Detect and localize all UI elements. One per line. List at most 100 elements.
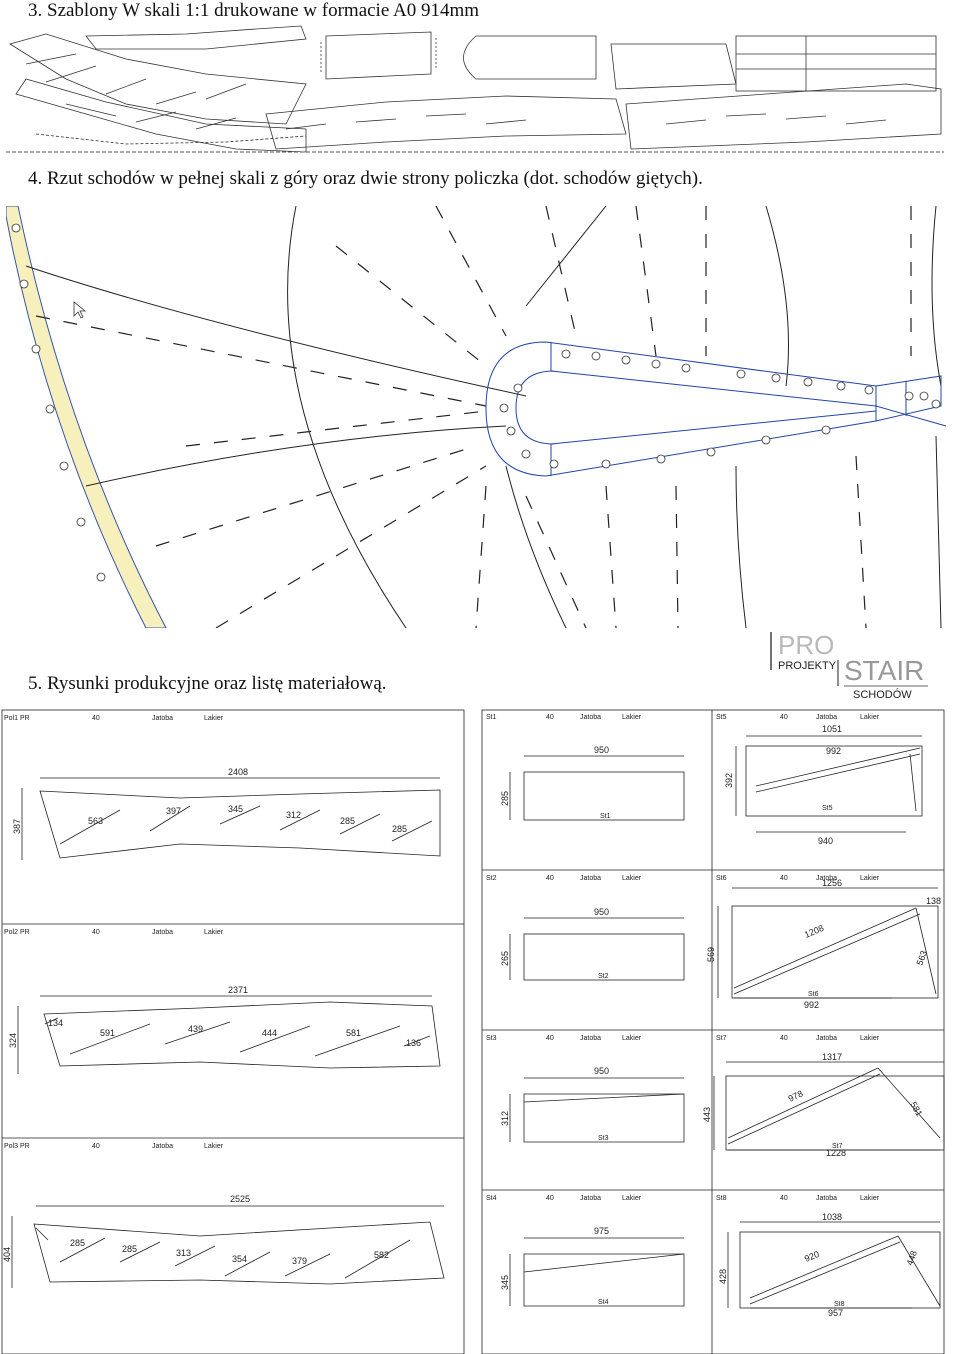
svg-text:40: 40 xyxy=(780,1195,788,1202)
prostair-logo: PRO PROJEKTY STAIR SCHODÓW xyxy=(770,630,932,702)
svg-text:285: 285 xyxy=(392,824,407,834)
svg-text:138: 138 xyxy=(926,896,941,906)
svg-text:285: 285 xyxy=(340,816,355,826)
svg-text:1256: 1256 xyxy=(822,878,842,888)
svg-text:404: 404 xyxy=(2,1247,12,1262)
svg-text:312: 312 xyxy=(286,810,301,820)
svg-text:St7: St7 xyxy=(716,1035,727,1042)
heading-production: 5. Rysunki produkcyjne oraz listę materi… xyxy=(28,673,387,694)
svg-text:448: 448 xyxy=(904,1249,919,1267)
heading-plan: 4. Rzut schodów w pełnej skali z góry or… xyxy=(28,168,703,189)
svg-text:40: 40 xyxy=(546,1035,554,1042)
svg-text:Jatoba: Jatoba xyxy=(580,714,601,721)
svg-text:312: 312 xyxy=(500,1111,510,1126)
svg-text:St3: St3 xyxy=(486,1035,497,1042)
svg-text:40: 40 xyxy=(92,715,100,722)
step-4-sheet: St4 40 Jatoba Lakier 975 345 St4 xyxy=(486,1195,642,1306)
svg-text:285: 285 xyxy=(500,791,510,806)
svg-text:992: 992 xyxy=(826,746,841,756)
svg-text:Jatoba: Jatoba xyxy=(816,875,837,882)
svg-text:313: 313 xyxy=(176,1248,191,1258)
svg-text:St3: St3 xyxy=(598,1135,609,1142)
svg-text:St8: St8 xyxy=(834,1301,845,1308)
svg-text:443: 443 xyxy=(702,1107,712,1122)
svg-text:Jatoba: Jatoba xyxy=(152,929,173,936)
svg-text:134: 134 xyxy=(48,1018,63,1028)
stringer-3-name: Pol3 PR xyxy=(4,1143,30,1150)
svg-text:Jatoba: Jatoba xyxy=(152,1143,173,1150)
svg-text:285: 285 xyxy=(122,1244,137,1254)
svg-text:1038: 1038 xyxy=(822,1212,842,1222)
svg-text:563: 563 xyxy=(914,949,929,967)
svg-text:940: 940 xyxy=(818,836,833,846)
svg-text:950: 950 xyxy=(594,1066,609,1076)
svg-text:285: 285 xyxy=(70,1238,85,1248)
svg-text:St1: St1 xyxy=(486,714,497,721)
svg-text:2371: 2371 xyxy=(228,985,248,995)
stair-plan-drawing xyxy=(6,206,950,628)
svg-text:Jatoba: Jatoba xyxy=(580,875,601,882)
step-5-sheet: St5 40 Jatoba Lakier 1051 992 392 940 St… xyxy=(716,714,880,846)
svg-text:St6: St6 xyxy=(716,875,727,882)
svg-text:40: 40 xyxy=(546,714,554,721)
svg-text:Lakier: Lakier xyxy=(622,714,642,721)
step-1-sheet: St1 40 Jatoba Lakier 950 285 St1 xyxy=(486,714,642,820)
svg-text:St4: St4 xyxy=(486,1195,497,1202)
svg-text:40: 40 xyxy=(780,875,788,882)
step-sheets-grid xyxy=(481,709,945,1354)
logo-schodow-text: SCHODÓW xyxy=(853,688,912,701)
svg-text:397: 397 xyxy=(166,806,181,816)
svg-text:Lakier: Lakier xyxy=(860,1035,880,1042)
svg-text:Jatoba: Jatoba xyxy=(816,1195,837,1202)
svg-text:992: 992 xyxy=(804,1000,819,1010)
svg-text:Jatoba: Jatoba xyxy=(580,1035,601,1042)
svg-text:Lakier: Lakier xyxy=(204,929,224,936)
stringer-sheets xyxy=(1,709,465,1354)
stringer-1-name: Pol1 PR xyxy=(4,715,30,722)
svg-text:40: 40 xyxy=(92,1143,100,1150)
svg-text:St7: St7 xyxy=(832,1143,843,1150)
svg-text:St8: St8 xyxy=(716,1195,727,1202)
logo-projekty-text: PROJEKTY xyxy=(778,660,837,672)
svg-text:40: 40 xyxy=(546,875,554,882)
svg-text:Lakier: Lakier xyxy=(860,714,880,721)
svg-text:581: 581 xyxy=(346,1028,361,1038)
svg-text:569: 569 xyxy=(706,947,716,962)
svg-text:439: 439 xyxy=(188,1024,203,1034)
stringer-2-name: Pol2 PR xyxy=(4,929,30,936)
logo-stair-text: STAIR xyxy=(844,655,924,686)
svg-text:Jatoba: Jatoba xyxy=(580,1195,601,1202)
templates-print-preview xyxy=(6,24,944,154)
svg-text:957: 957 xyxy=(828,1308,843,1318)
step-8-sheet: St8 40 Jatoba Lakier 1038 920 448 428 95… xyxy=(716,1195,919,1318)
svg-text:950: 950 xyxy=(594,907,609,917)
svg-text:345: 345 xyxy=(500,1275,510,1290)
svg-text:Lakier: Lakier xyxy=(860,875,880,882)
svg-text:428: 428 xyxy=(718,1269,728,1284)
production-drawings: Pol1 PR 40 Jatoba Lakier 2408 387 563 39… xyxy=(0,706,960,1354)
svg-text:40: 40 xyxy=(780,1035,788,1042)
svg-text:Lakier: Lakier xyxy=(622,1035,642,1042)
svg-text:379: 379 xyxy=(292,1256,307,1266)
svg-text:St5: St5 xyxy=(716,714,727,721)
svg-text:975: 975 xyxy=(594,1226,609,1236)
svg-text:392: 392 xyxy=(724,773,734,788)
svg-text:St2: St2 xyxy=(486,875,497,882)
svg-text:1317: 1317 xyxy=(822,1052,842,1062)
svg-text:Lakier: Lakier xyxy=(622,1195,642,1202)
svg-text:St6: St6 xyxy=(808,991,819,998)
svg-text:St4: St4 xyxy=(598,1299,609,1306)
logo-pro-text: PRO xyxy=(778,630,834,660)
heading-templates: 3. Szablony W skali 1:1 drukowane w form… xyxy=(28,0,479,21)
svg-text:387: 387 xyxy=(12,819,22,834)
svg-text:265: 265 xyxy=(500,951,510,966)
svg-text:345: 345 xyxy=(228,804,243,814)
svg-text:Jatoba: Jatoba xyxy=(152,715,173,722)
svg-text:563: 563 xyxy=(88,816,103,826)
svg-text:444: 444 xyxy=(262,1028,277,1038)
svg-text:Jatoba: Jatoba xyxy=(816,1035,837,1042)
svg-text:950: 950 xyxy=(594,745,609,755)
svg-text:136: 136 xyxy=(406,1038,421,1048)
svg-text:591: 591 xyxy=(100,1028,115,1038)
svg-text:St1: St1 xyxy=(600,813,611,820)
